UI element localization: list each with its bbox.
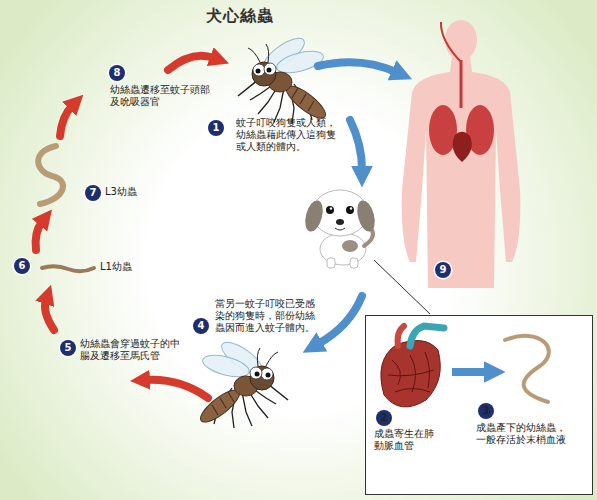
- dog-figure: [342, 240, 358, 252]
- step-label: 幼絲蟲遷移至蚊子頭部及吮吸器官: [110, 84, 212, 108]
- infection-arrows: [318, 62, 396, 72]
- step-number: 2: [376, 410, 392, 426]
- callout-number: 2: [381, 412, 388, 424]
- dog-figure: [326, 206, 334, 214]
- step-label: 蚊子叮咬狗隻或人類，幼絲蟲藉此傳入這狗隻或人類的體內。: [236, 117, 338, 152]
- step-caption: 成蟲寄生在肺動脈血管: [374, 428, 438, 452]
- callout-number: 3: [483, 405, 490, 417]
- dog-figure: [346, 206, 354, 214]
- human-figure: [429, 105, 457, 155]
- dog-figure: [350, 207, 352, 209]
- heart-figure: [388, 352, 434, 392]
- callout-number: 9: [440, 265, 447, 275]
- step-number: 9: [435, 262, 451, 278]
- callout-number: 5: [65, 343, 72, 353]
- step-number: 4: [193, 318, 209, 334]
- dog-figure: [335, 228, 345, 230]
- cycle-arrows: [60, 106, 72, 136]
- step-number: 8: [109, 65, 125, 81]
- dog-figure: [302, 198, 326, 233]
- step-label: 幼絲蟲會穿過蚊子的中腸及遷移至馬氏管: [80, 338, 182, 362]
- dog-figure: [350, 258, 358, 268]
- mosquito: [238, 33, 330, 124]
- mosquito: [196, 337, 288, 428]
- step-label: L3幼蟲: [105, 186, 137, 198]
- dog-figure: [330, 207, 332, 209]
- heart-figure: [398, 326, 404, 346]
- callout-number: 6: [19, 261, 26, 271]
- heart-figure: [388, 352, 434, 392]
- step-label: L1幼蟲: [100, 261, 132, 273]
- cycle-arrows: [146, 380, 208, 398]
- human-figure: [445, 20, 477, 60]
- human-figure: [460, 60, 463, 108]
- inset-panel: 成蟲寄生在肺動脈血管 成蟲產下的幼絲蟲，一般存活於末梢血液 2 3: [365, 315, 593, 495]
- infection-arrows: [318, 62, 396, 344]
- callout-number: 8: [114, 68, 121, 78]
- worm-figure: [505, 336, 549, 402]
- step-number: 1: [208, 120, 224, 136]
- heart-figure: [381, 341, 440, 407]
- infection-arrows: [350, 120, 362, 170]
- cycle-arrows: [45, 300, 54, 330]
- worm-figure: [505, 336, 549, 402]
- larva-l1: [42, 266, 94, 271]
- human-figure: [441, 22, 461, 62]
- leader-line: [374, 260, 430, 314]
- infection-arrows: [318, 296, 362, 344]
- cycle-arrows: [36, 222, 42, 250]
- dog-figure: [354, 198, 378, 233]
- diagram-title: 犬心絲蟲: [206, 6, 274, 27]
- dog-figure: [327, 258, 335, 268]
- callout-number: 4: [198, 321, 205, 331]
- step-number: 5: [60, 340, 76, 356]
- human-figure: [453, 132, 472, 162]
- dog-figure: [302, 190, 378, 268]
- human-figure: [402, 20, 521, 288]
- heart-figure: [410, 326, 444, 346]
- dog-figure: [364, 230, 373, 246]
- dog-figure: [336, 219, 344, 225]
- cycle-arrows: [168, 56, 214, 70]
- cycle-arrows: [36, 56, 214, 398]
- human-figure: [402, 56, 521, 288]
- step-number: 6: [14, 258, 30, 274]
- step-number: 3: [478, 403, 494, 419]
- callout-number: 1: [213, 123, 220, 133]
- heart-figure: [381, 326, 444, 407]
- larva-l3: [38, 146, 63, 204]
- step-label: 當另一蚊子叮咬已受感染的狗隻時，部份幼絲蟲因而進入蚊子體內。: [215, 298, 317, 333]
- callout-number: 7: [90, 188, 97, 198]
- step-number: 7: [85, 185, 101, 201]
- step-caption: 成蟲產下的幼絲蟲，一般存活於末梢血液: [476, 422, 574, 446]
- inset-ground: [366, 316, 592, 494]
- flow-arrow: [452, 368, 488, 376]
